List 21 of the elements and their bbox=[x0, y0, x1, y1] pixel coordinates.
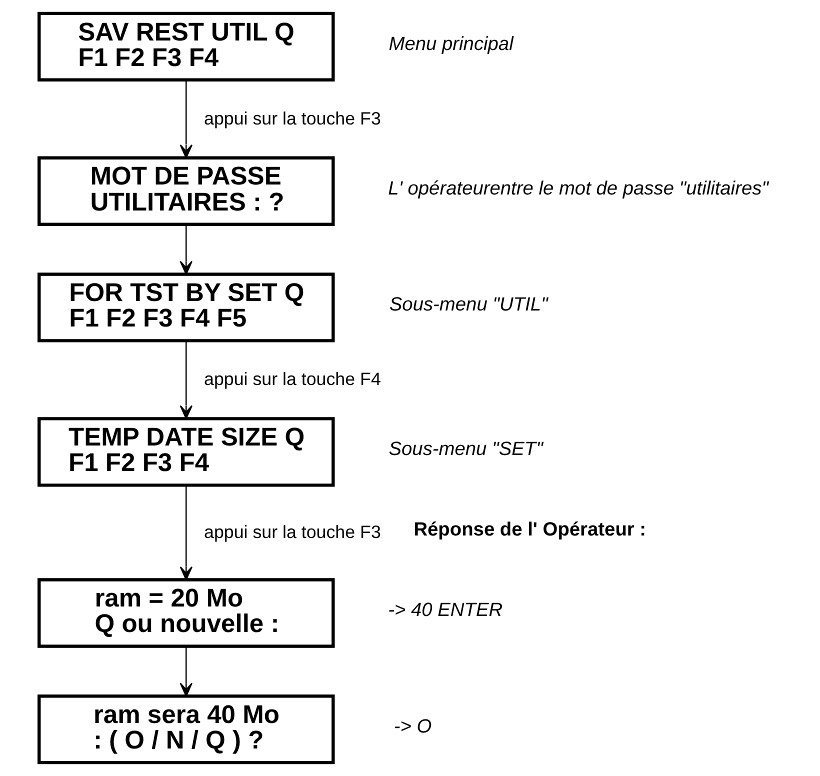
edge-label: appui sur la touche F3 bbox=[204, 522, 380, 542]
node-box: SAV REST UTIL Q F1 F2 F3 F4 bbox=[37, 12, 334, 82]
node-box: TEMP DATE SIZE Q F1 F2 F3 F4 bbox=[37, 417, 334, 487]
node-label: -> O bbox=[393, 716, 432, 738]
arrow bbox=[179, 340, 192, 420]
node-label: L' opérateurentre le mot de passe "utilitaires" bbox=[388, 178, 768, 200]
node-box: ram = 20 Mo Q ou nouvelle : bbox=[37, 578, 334, 648]
arrow bbox=[179, 646, 192, 697]
node-label: Sous-menu "UTIL" bbox=[388, 294, 548, 316]
node-label: Sous-menu "SET" bbox=[388, 439, 542, 460]
node-label: Menu principal bbox=[388, 34, 513, 55]
label: Réponse de l' Opérateur : bbox=[413, 520, 646, 541]
edge-label: appui sur la touche F3 bbox=[204, 108, 380, 128]
node-box: ram sera 40 Mo : ( O / N / Q ) ? bbox=[37, 694, 334, 764]
arrow bbox=[179, 485, 192, 580]
arrow bbox=[179, 224, 192, 275]
edge-label: appui sur la touche F4 bbox=[204, 369, 380, 390]
node-label: -> 40 ENTER bbox=[388, 600, 502, 622]
node-box: MOT DE PASSE UTILITAIRES : ? bbox=[37, 156, 334, 226]
node-box: FOR TST BY SET Q F1 F2 F3 F4 F5 bbox=[37, 272, 334, 342]
arrow bbox=[179, 80, 192, 158]
